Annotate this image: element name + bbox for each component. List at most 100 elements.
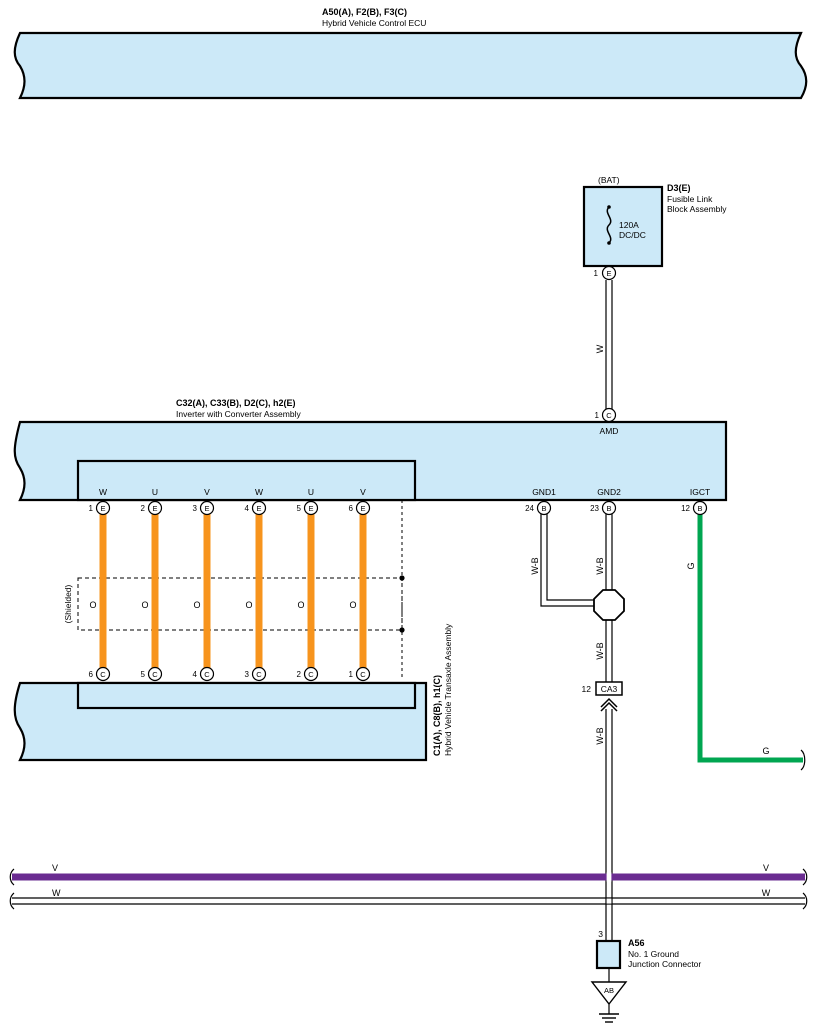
gnd1-pin-connector — [536, 500, 552, 516]
inverter-phase-pin-number-4: 4 — [245, 504, 250, 513]
inverter-phase-pin-letter-2: E — [152, 504, 157, 513]
gnd2-pin-letter: B — [606, 504, 611, 513]
inverter-phase-pin-letter-1: E — [100, 504, 105, 513]
gnd1-wire-border-outer — [540, 514, 596, 607]
ground-splice-node — [593, 589, 625, 621]
phase-wire-color-2: O — [141, 600, 148, 610]
fuse-name: DC/DC — [619, 230, 646, 240]
igct-terminal-label: IGCT — [690, 487, 710, 497]
hv-control-ecu[interactable] — [13, 31, 808, 100]
ground-wire-color: W-B — [595, 727, 605, 744]
gnd1-wire-color: W-B — [530, 557, 540, 574]
hv-control-ecu-box — [13, 31, 808, 100]
gnd2-pin-connector — [601, 500, 617, 516]
ca3-chevron-icon-2 — [600, 701, 618, 712]
violet-bus-label-left: V — [52, 863, 58, 873]
inverter-phase-label-2: U — [152, 487, 158, 497]
transaxle-phase-pin-number-4: 3 — [245, 670, 250, 679]
gnd2-pin-number: 23 — [590, 504, 599, 513]
transaxle-phase-pin-5 — [303, 666, 319, 682]
inverter-phase-pin-3 — [199, 500, 215, 516]
transaxle-phase-pin-6 — [355, 666, 371, 682]
gnd2-wire-color: W-B — [595, 557, 605, 574]
transaxle-name: Hybrid Vehicle Transaxle Assembly — [443, 623, 453, 756]
inverter-assembly[interactable] — [13, 420, 728, 502]
phase-wire-color-6: O — [349, 600, 356, 610]
violet-bus-break-left — [9, 868, 15, 886]
ground-point-triangle — [590, 981, 628, 1006]
inverter-phase-pin-number-6: 6 — [349, 504, 354, 513]
transaxle-phase-pin-letter-3: C — [204, 670, 210, 679]
inverter-phase-label-4: W — [255, 487, 263, 497]
hv-ecu-code: A50(A), F2(B), F3(C) — [322, 7, 407, 17]
shield-outline — [77, 577, 403, 631]
amd-pin-number: 1 — [595, 411, 600, 420]
ca3-connector-name: CA3 — [601, 684, 618, 694]
transaxle-phase-pin-number-2: 5 — [141, 670, 146, 679]
inverter-phase-pin-2 — [147, 500, 163, 516]
fusible-link-name-2: Block Assembly — [667, 204, 727, 214]
inverter-phase-pin-5 — [303, 500, 319, 516]
transaxle-phase-pin-number-5: 2 — [297, 670, 302, 679]
transaxle-phase-pin-4 — [251, 666, 267, 682]
inverter-name: Inverter with Converter Assembly — [176, 409, 301, 419]
phase-wire-color-1: O — [89, 600, 96, 610]
splice-wire-color: W-B — [595, 642, 605, 659]
igct-pin-letter: B — [697, 504, 702, 513]
violet-bus-break-right — [802, 868, 808, 886]
transaxle-phase-pin-number-6: 1 — [349, 670, 354, 679]
hv-ecu-name: Hybrid Vehicle Control ECU — [322, 18, 426, 28]
transaxle-phase-pin-3 — [199, 666, 215, 682]
fuse-terminal-top — [607, 205, 611, 209]
white-bus-label-right: W — [762, 888, 771, 898]
phase-wire-color-5: O — [297, 600, 304, 610]
transaxle-phase-subbox — [76, 681, 417, 710]
amd-terminal-label: AMD — [600, 426, 619, 436]
inverter-phase-pin-number-2: 2 — [141, 504, 146, 513]
amd-pin-connector — [601, 407, 617, 423]
junction-connector-pin: 3 — [598, 929, 603, 939]
phase-wire-color-4: O — [245, 600, 252, 610]
transaxle-phase-pin-2 — [147, 666, 163, 682]
inverter-phase-pin-letter-5: E — [308, 504, 313, 513]
shield-label: (Shielded) — [63, 584, 73, 623]
amd-pin-letter: C — [606, 411, 612, 420]
fusible-link-pin-connector — [601, 265, 617, 281]
transaxle-assembly[interactable] — [13, 681, 428, 762]
inverter-phase-label-3: V — [204, 487, 210, 497]
fusible-link-name-1: Fusible Link — [667, 194, 713, 204]
igct-wire-color: G — [686, 562, 696, 569]
transaxle-phase-pin-letter-4: C — [256, 670, 262, 679]
inverter-phase-pin-number-3: 3 — [193, 504, 198, 513]
white-bus-label-left: W — [52, 888, 61, 898]
fusible-link-pin-letter: E — [606, 269, 611, 278]
ground-wire-crossing-gap-2 — [606, 898, 612, 904]
fuse-terminal-bottom — [607, 241, 611, 245]
transaxle-phase-pin-number-1: 6 — [89, 670, 94, 679]
fusible-link-code: D3(E) — [667, 183, 691, 193]
transaxle-phase-pin-letter-1: C — [100, 670, 106, 679]
fuse-rating: 120A — [619, 220, 639, 230]
fusible-link-pin-number: 1 — [594, 269, 599, 278]
transaxle-phase-pin-letter-5: C — [308, 670, 314, 679]
ca3-connector[interactable] — [595, 681, 623, 696]
junction-connector-a56[interactable] — [595, 939, 622, 970]
transaxle-phase-pin-number-3: 4 — [193, 670, 198, 679]
igct-green-wire — [697, 514, 803, 763]
fusible-link-block[interactable] — [582, 185, 664, 268]
inverter-phase-label-5: U — [308, 487, 314, 497]
fuse-icon — [606, 206, 612, 244]
inverter-phase-pin-number-5: 5 — [297, 504, 302, 513]
igct-pin-number: 12 — [681, 504, 690, 513]
inverter-phase-pin-number-1: 1 — [89, 504, 94, 513]
amd-wire-color: W — [595, 344, 605, 353]
fusible-link-box — [582, 185, 664, 268]
ca3-connector-pin: 12 — [582, 684, 592, 694]
igct-wire-end-label: G — [762, 746, 769, 756]
white-bus-break-right — [802, 892, 808, 910]
junction-connector-code: A56 — [628, 938, 645, 948]
igct-pin-connector — [692, 500, 708, 516]
shield-node-bottom — [399, 627, 405, 633]
white-bus-break-left — [9, 892, 15, 910]
